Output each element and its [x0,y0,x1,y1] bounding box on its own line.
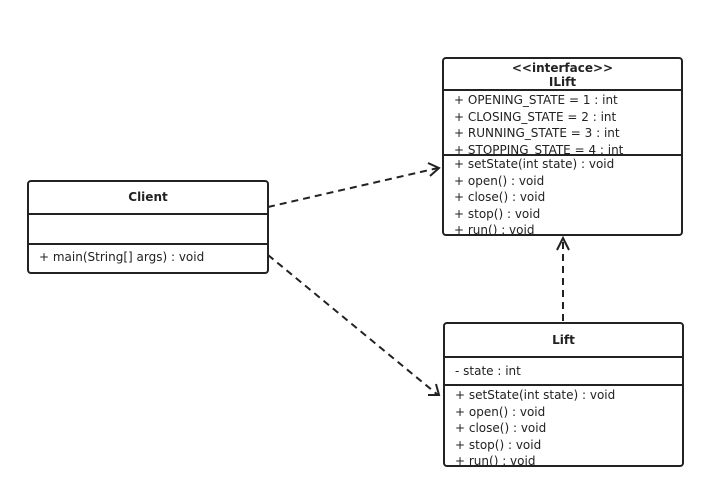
method: + stop() : void [454,206,541,221]
class-lift[interactable]: Lift - state : int + setState(int state)… [443,322,684,467]
class-header: Lift [445,324,682,358]
arrowhead-icon [556,235,570,251]
method: + setState(int state) : void [454,157,615,171]
method: + setState(int state) : void [455,388,616,402]
attribute: + OPENING_STATE = 1 : int [454,93,618,107]
methods-section: + setState(int state) : void + open() : … [445,386,682,465]
class-client[interactable]: Client + main(String[] args) : void [27,180,269,274]
attribute: + CLOSING_STATE = 2 : int [454,109,617,124]
method: + close() : void [455,421,547,435]
stereotype: <<interface>> [511,61,614,75]
attribute: - state : int [455,364,521,378]
method: + run() : void [455,454,536,465]
attribute: + STOPPING_STATE = 4 : int [454,142,624,156]
attributes-section [29,215,267,245]
attributes-section: - state : int [445,358,682,386]
method: + open() : void [455,404,546,419]
method: + close() : void [454,190,546,204]
methods-section: + setState(int state) : void + open() : … [444,156,681,234]
class-name: Client [128,190,168,204]
method: + stop() : void [455,437,542,452]
arrowhead-icon [428,383,441,396]
class-ilift[interactable]: <<interface>> ILift + OPENING_STATE = 1 … [442,57,683,236]
method: + main(String[] args) : void [39,250,205,264]
client-ilift-dependency [267,167,439,208]
arrowhead-icon [427,162,441,177]
method: + run() : void [454,223,535,234]
class-header: <<interface>> ILift [444,59,681,91]
attribute: + RUNNING_STATE = 3 : int [454,126,620,140]
method: + open() : void [454,173,545,188]
attributes-section: + OPENING_STATE = 1 : int + CLOSING_STAT… [444,91,681,156]
class-name: ILift [548,75,577,89]
client-lift-dependency [267,254,439,396]
methods-section: + main(String[] args) : void [29,245,267,272]
class-header: Client [29,182,267,215]
class-name: Lift [552,333,575,347]
